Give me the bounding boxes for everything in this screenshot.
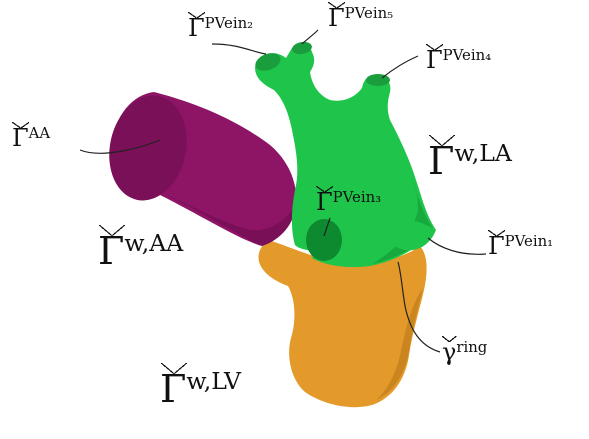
label-pvein4: ΓPVein₄: [426, 48, 491, 72]
label-pvein3: ΓPVein₃: [316, 190, 381, 214]
pvein4-opening: [366, 74, 390, 86]
label-pvein2: ΓPVein₂: [188, 16, 253, 40]
label-pvein1: ΓPVein₁: [488, 234, 553, 258]
pvein2-leader: [212, 44, 266, 54]
pvein5-leader: [302, 30, 318, 44]
pvein1-leader: [428, 238, 486, 254]
label-pvein5: ΓPVein₅: [328, 6, 393, 30]
pvein4-leader: [382, 56, 418, 78]
label-wall-lv: Γw,LV: [160, 370, 241, 408]
pvein3-opening: [306, 219, 342, 261]
label-wall-aa: Γw,AA: [98, 232, 183, 270]
label-wall-la: Γw,LA: [428, 142, 512, 180]
label-aa-inlet: ΓAA: [12, 126, 50, 150]
label-ring: γring: [442, 340, 487, 364]
